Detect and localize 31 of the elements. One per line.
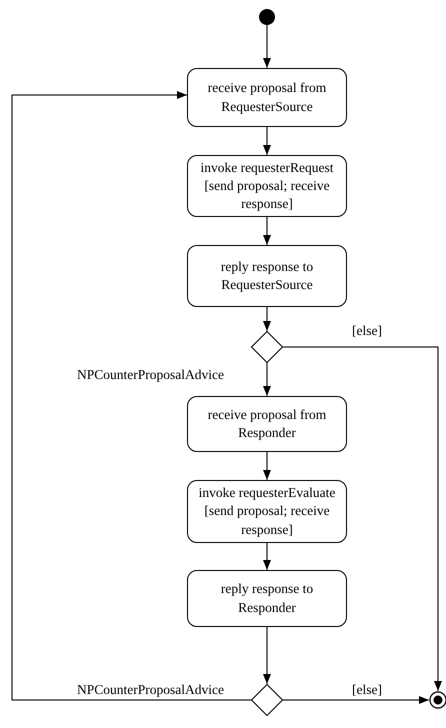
action-box [187,480,347,543]
decision-diamond [251,684,283,716]
arrow [282,346,442,692]
guard-label: NPCounterProposalAdvice [77,367,224,384]
action-label: reply response to RequesterSource [220,258,314,294]
action-box [187,68,347,127]
arrow [12,91,252,700]
guard-label: [else] [352,682,382,698]
final-node [429,691,446,709]
arrow [263,216,271,246]
arrow [263,542,271,570]
action-box [187,396,347,452]
action-label: invoke requesterEvaluate [send proposal; receive response] [198,484,336,539]
arrow [263,362,271,396]
action-box [187,570,347,627]
arrow [263,626,271,684]
action-label: reply response to Responder [220,580,314,617]
decision-diamond [251,331,283,363]
arrow [263,452,271,480]
arrow [263,306,271,332]
arrow [263,126,271,156]
arrow [263,24,271,68]
action-box [187,155,347,217]
action-label: receive proposal from RequesterSource [206,79,328,116]
guard-label: NPCounterProposalAdvice [77,682,224,698]
action-box [187,245,347,307]
action-label: invoke requesterRequest [send proposal; receive response] [199,158,335,214]
arrow [282,696,430,704]
initial-node [259,9,275,25]
guard-label: [else] [352,323,382,340]
action-label: receive proposal from Responder [206,406,328,442]
